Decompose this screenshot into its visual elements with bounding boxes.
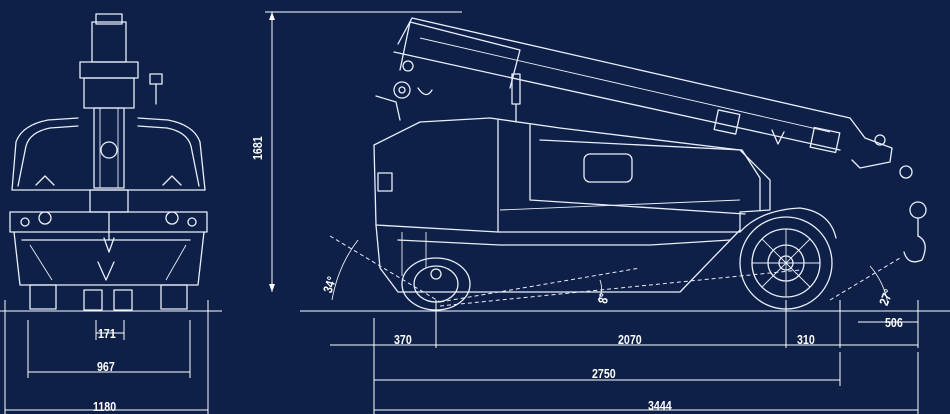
dim-label-370: 370 [394,332,412,347]
front-view [0,13,222,414]
dim-label-506: 506 [885,315,903,330]
dim-label-3444: 3444 [648,398,672,413]
side-view [300,17,950,414]
dim-label-310: 310 [797,332,815,347]
dim-label-1681: 1681 [250,136,265,160]
dim-label-1180: 1180 [93,399,117,414]
dim-label-2070: 2070 [618,332,642,347]
dim-label-2750: 2750 [592,366,616,381]
dim-label-171: 171 [98,326,116,341]
dim-label-967: 967 [97,359,115,374]
height-dimension [265,11,462,292]
